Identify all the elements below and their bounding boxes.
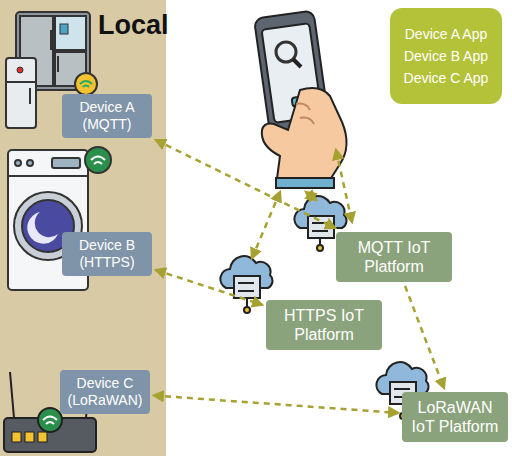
phone-icon xyxy=(254,10,347,188)
node-text: Device C (LoRaWAN) xyxy=(66,375,144,409)
node-text: Device C App xyxy=(398,70,494,86)
node-text: Device A (MQTT) xyxy=(68,99,146,133)
region-title: Local xyxy=(98,10,169,41)
node-text: LoRaWAN IoT Platform xyxy=(408,398,502,436)
device-label: Device A (MQTT) xyxy=(62,94,152,138)
platform-box: LoRaWAN IoT Platform xyxy=(402,392,508,442)
dashed-connector xyxy=(156,270,262,305)
node-text: Device B (HTTPS) xyxy=(68,237,146,271)
platform-box: MQTT IoT Platform xyxy=(336,232,452,282)
device-label: Device C (LoRaWAN) xyxy=(60,370,150,414)
device-label: Device B (HTTPS) xyxy=(62,232,152,276)
app-list-box: Device A AppDevice B AppDevice C App xyxy=(390,8,502,104)
local-band xyxy=(0,0,166,456)
dashed-connector xyxy=(154,396,398,413)
local-region: LocalDevice A (MQTT) Device B (HTTPS) Devi… xyxy=(0,0,166,456)
node-text: Device A App xyxy=(398,26,494,42)
node-text: Device B App xyxy=(398,48,494,64)
dashed-connector xyxy=(405,286,444,388)
node-text: HTTPS IoT Platform xyxy=(272,306,376,344)
node-text: MQTT IoT Platform xyxy=(342,238,446,276)
dashed-connector xyxy=(156,140,335,228)
cloud-server-icon xyxy=(220,256,272,313)
platform-box: HTTPS IoT Platform xyxy=(266,300,382,350)
